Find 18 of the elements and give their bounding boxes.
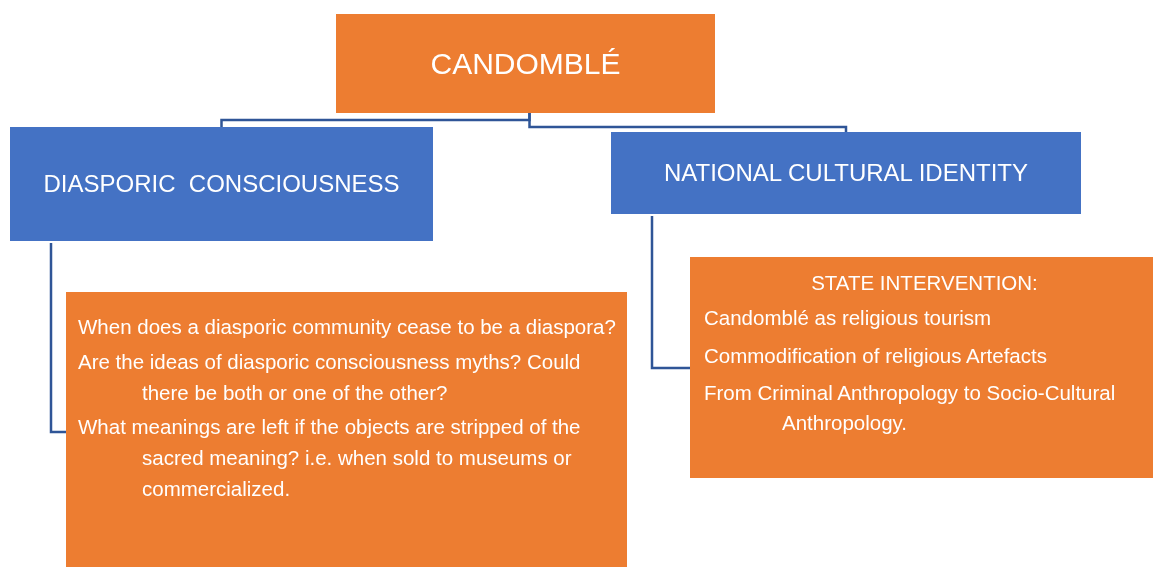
text-panel: [66, 292, 627, 567]
bullet-text: From Criminal Anthropology to Socio-Cultural Anthropology.: [704, 380, 1117, 437]
title-box: [336, 14, 715, 113]
bullet-text: What meanings are left if the objects are stripped of the sacred meaning? i.e. when sold to museums or commercialized.: [77, 414, 582, 502]
panel-heading: STATE INTERVENTION:: [810, 271, 1039, 295]
bullet-text: When does a diasporic community cease to be a diaspora?: [77, 314, 617, 340]
connector-line: [650, 216, 690, 370]
bullet-text: Commodification of religious Artefacts: [704, 342, 1048, 369]
category-box: [10, 127, 433, 241]
box-label: DIASPORIC CONSCIOUSNESS: [43, 170, 400, 198]
bullet-text: Are the ideas of diasporic consciousness myths? Could there be both or one of the other?: [77, 348, 582, 406]
bullet-text: Candomblé as religious tourism: [704, 305, 993, 331]
box-label: NATIONAL CULTURAL IDENTITY: [663, 159, 1028, 187]
connector-line: [49, 243, 66, 434]
box-label: CANDOMBLÉ: [430, 46, 621, 81]
connector-line: [528, 113, 848, 132]
text-panel: [690, 257, 1153, 478]
category-box: [611, 132, 1081, 214]
